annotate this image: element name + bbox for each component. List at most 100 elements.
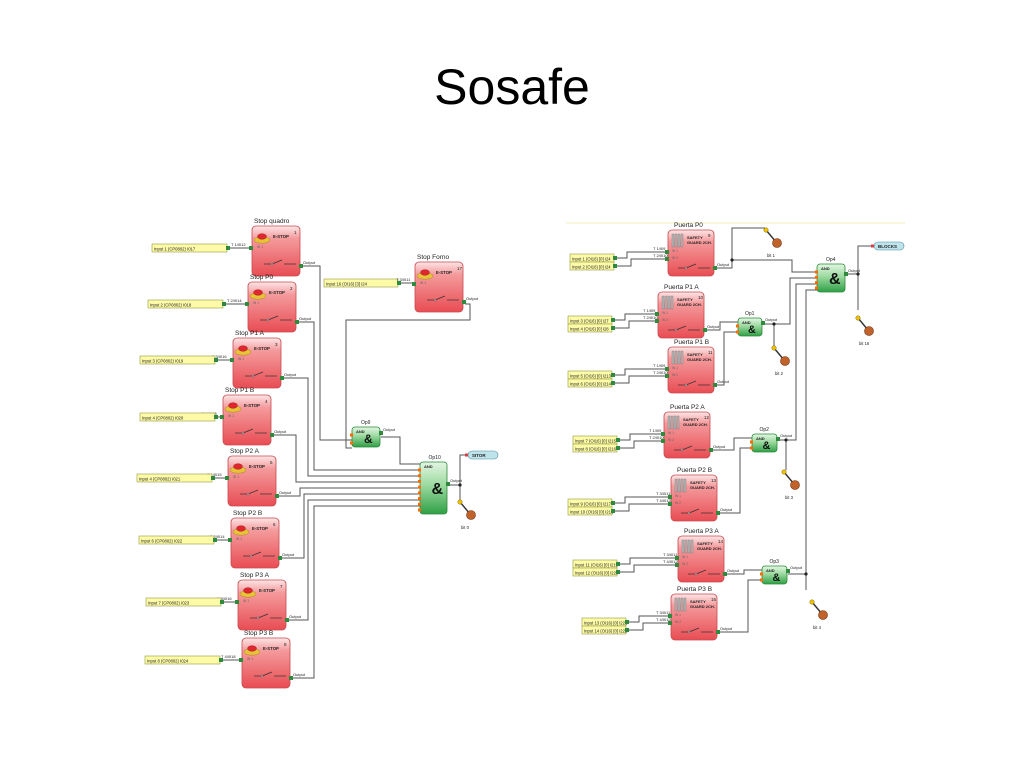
terminal (655, 312, 659, 316)
terminal (665, 367, 669, 371)
terminal (713, 383, 717, 387)
contact-blade (688, 627, 700, 633)
input-puerta-p2-b-2[interactable]: Input 10 (OI16) [0] I218 (567, 506, 615, 516)
input-stop-quadro[interactable]: Input 1 (CP0802) I017 (151, 243, 230, 253)
guard-door-icon (677, 597, 681, 612)
bit-4[interactable]: bit 4 (809, 599, 828, 630)
input-stop-p1-b[interactable]: Input 4 (CP0802) I020 (139, 412, 218, 422)
input-puerta-p3-a-2[interactable]: Input 12 (OI16) [0] I220 (572, 567, 620, 577)
input-stop-p2-b[interactable]: Input 6 (CP0802) I022 (138, 535, 217, 545)
input-stop-p1-a[interactable]: Input 3 (CP0802) I019 (139, 355, 218, 365)
output-tag-sitor[interactable]: SITOR (465, 450, 499, 460)
input-label: Input 4 (CP0802) I021 (139, 476, 181, 481)
input-puerta-p3-b-2[interactable]: Input 14 (OI16) [0] I222 (581, 625, 629, 635)
and-input-port (418, 502, 421, 506)
input-puerta-p2-b-1[interactable]: Input 9 (OI16) [0] I217 (567, 498, 615, 508)
input-label: Input 4 (CP0802) I020 (142, 415, 184, 420)
input-puerta-p0-1[interactable]: Input 1 (OI16) [0] I24 (569, 253, 617, 263)
input-stop-p2-a[interactable]: Input 4 (CP0802) I021 (136, 473, 215, 483)
input-stop-forno[interactable]: Input 16 (OI16) [3] I24 (323, 278, 401, 288)
input-puerta-p1-a-1[interactable]: Input 3 (OI16) [0] I27 (567, 315, 615, 325)
guard-door-icon (673, 415, 677, 430)
input-puerta-p3-b-1[interactable]: Input 13 (OI16) [0] I221 (581, 617, 629, 627)
and-symbol: & (364, 432, 373, 446)
block-number: 3 (275, 342, 278, 347)
terminal (289, 676, 293, 680)
contact-blade (685, 380, 697, 386)
input-puerta-p1-a-2[interactable]: Input 4 (OI16) [0] I28 (567, 323, 615, 333)
block-title: Puerta P1 A (664, 284, 699, 291)
bit-1[interactable]: bit 1 (763, 227, 782, 258)
output-wire (731, 259, 817, 273)
bit-16[interactable]: bit 16 (855, 315, 874, 346)
block-title: Puerta P1 B (674, 339, 709, 346)
guard-door-icon (671, 350, 675, 365)
and-input-port (760, 572, 763, 576)
terminal-label: T 3/I016 (212, 354, 227, 359)
guard-label: GUARD 2CH. (683, 422, 708, 427)
in-port-label: IN 2 (675, 620, 681, 624)
output-wire (715, 331, 738, 386)
input-stop-p0[interactable]: Input 2 (CP0802) I018 (147, 299, 226, 309)
output-tag-label: BLOCKS (878, 244, 897, 249)
guard-door-icon (687, 539, 691, 554)
terminal (230, 358, 234, 362)
guard-door-icon (683, 478, 687, 493)
terminal (675, 563, 679, 567)
input-puerta-p1-b-1[interactable]: Input 5 (OI16) [0] I213 (567, 370, 615, 380)
contact-blade (267, 315, 279, 321)
contact-blade (257, 613, 269, 619)
terminal-label: T 1/I09 (653, 246, 666, 251)
terminal-label: T 2/I010 (653, 253, 668, 258)
bit-2[interactable]: bit 2 (771, 345, 790, 376)
input-label: Input 10 (OI16) [0] I218 (570, 509, 614, 514)
bit-3[interactable]: bit 3 (781, 469, 800, 500)
block-number: 11 (708, 350, 713, 355)
input-puerta-p3-a-1[interactable]: Input 11 (OI16) [0] I219 (572, 559, 620, 569)
and-symbol: & (829, 271, 841, 288)
and-label: AND (356, 429, 365, 434)
terminal (213, 538, 217, 542)
in-port-label: IN 2 (662, 318, 668, 322)
terminal (412, 282, 416, 286)
contact-dot (270, 262, 274, 266)
input-label: Input 2 (CP0802) I018 (150, 302, 192, 307)
input-puerta-p0-2[interactable]: Input 2 (OI16) [0] I24 (569, 261, 617, 271)
output-tag-label: SITOR (472, 453, 486, 458)
contact-dot (266, 318, 270, 322)
output-tag-blocks[interactable]: BLOCKS (871, 241, 905, 251)
input-stop-p3-b[interactable]: Input 8 (CP0802) I024 (144, 655, 223, 665)
bit-0[interactable]: bit 0 (457, 499, 476, 530)
input-stop-p3-a[interactable]: Input 7 (CP0802) I023 (145, 597, 224, 607)
input-puerta-p2-a-1[interactable]: Input 7 (OI16) [0] I215 (572, 435, 620, 445)
input-puerta-p1-b-2[interactable]: Input 6 (OI16) [0] I214 (567, 378, 615, 388)
input-puerta-p2-a-2[interactable]: Input 8 (OI16) [0] I216 (572, 443, 620, 453)
input-wire (618, 433, 663, 441)
and-input-port (815, 281, 818, 285)
block-title: Op2 (760, 427, 770, 433)
terminal-label: T 1/I012 (231, 242, 246, 247)
